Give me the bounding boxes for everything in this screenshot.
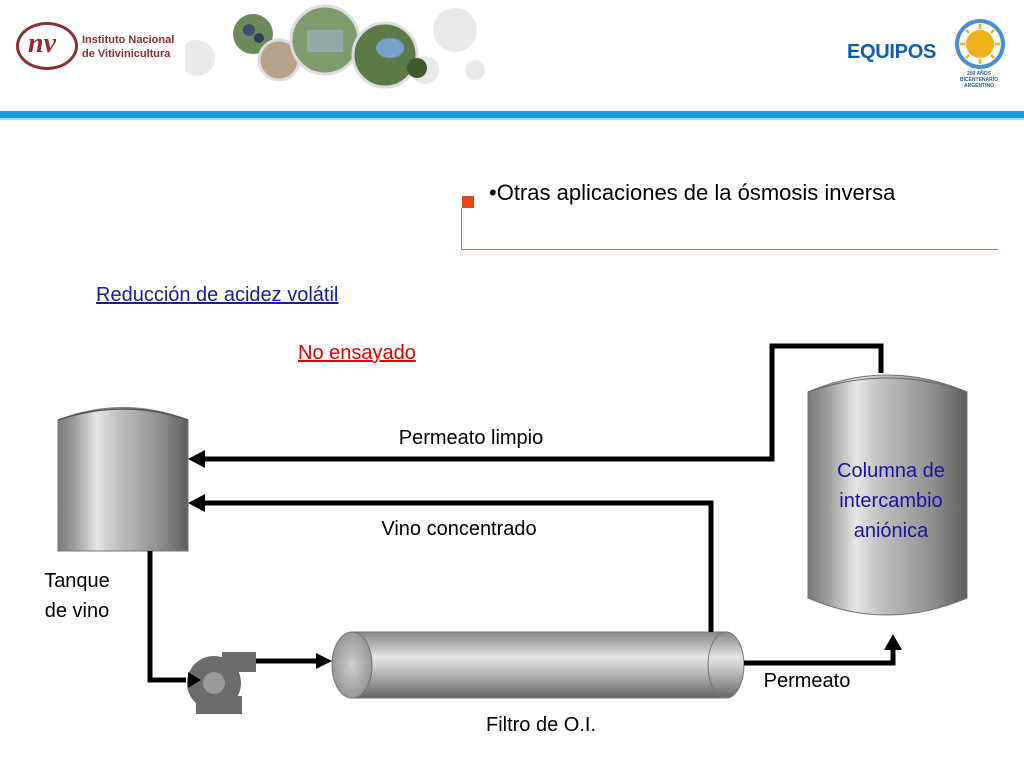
arrowhead-concentrate	[188, 494, 205, 512]
pipe-filter-concentrate	[205, 500, 714, 632]
label-concentrated-wine: Vino concentrado	[381, 518, 537, 540]
page-title: EQUIPOS	[846, 41, 936, 63]
header-accent-band	[0, 111, 1024, 118]
exchange-column	[807, 374, 968, 616]
wine-tank	[57, 407, 189, 552]
arrowhead-tank-pump	[188, 672, 201, 688]
bullet-marker	[462, 196, 474, 208]
arrowhead-pump-filter	[316, 653, 332, 669]
pipe-filter-to-column	[744, 650, 896, 666]
logo-initials: nv	[28, 28, 56, 59]
arrowhead-filter-column	[884, 634, 902, 650]
arrowhead-permeate-clean	[188, 450, 205, 468]
ro-filter	[331, 631, 745, 699]
label-permeate-clean: Permeato limpio	[398, 427, 544, 449]
header: nv Instituto Nacional de Vitivinicultura…	[0, 0, 1024, 112]
pipe-column-to-tank	[205, 343, 884, 462]
logo-text: Instituto Nacional de Vitivinicultura	[82, 34, 175, 60]
bicentenario-sun-icon	[955, 19, 1005, 69]
pump-icon	[187, 652, 256, 714]
bicentenario-caption: 200 AÑOS BICENTENARIO ARGENTINO	[959, 71, 999, 89]
status-link[interactable]: No ensayado	[298, 342, 416, 364]
header-accent-line	[0, 118, 1024, 120]
bullet-text: •Otras aplicaciones de la ósmosis invers…	[489, 180, 896, 205]
label-ro-filter: Filtro de O.I.	[485, 714, 597, 736]
label-permeate: Permeato	[763, 670, 851, 692]
label-exchange-column: Columna de intercambio aniónica	[837, 460, 945, 542]
pipe-tank-to-pump	[147, 551, 186, 683]
vineyard-photos-icon	[185, 4, 485, 89]
logo-nv-icon: nv	[16, 22, 78, 70]
bullet-rule-vertical	[461, 208, 462, 250]
label-wine-tank: Tanque de vino	[44, 570, 110, 622]
bullet-rule-horizontal	[461, 249, 998, 250]
heading-link[interactable]: Reducción de acidez volátil	[96, 284, 339, 306]
